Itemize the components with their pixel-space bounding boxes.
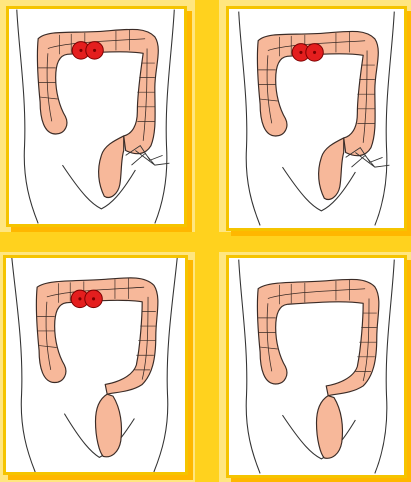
panel-top-left: [6, 6, 187, 227]
tumor: [71, 290, 102, 308]
body-outline-left: [17, 10, 38, 224]
body-outline-left: [239, 12, 260, 226]
colon-diagram-2: [229, 9, 404, 228]
large-intestine: [257, 279, 379, 458]
body-outline-right: [155, 10, 174, 224]
panel-bottom-right: [226, 255, 407, 478]
colon-diagram-1: [9, 9, 184, 224]
colon-diagram-4: [229, 258, 404, 475]
body-outline-right: [375, 12, 394, 226]
tumor: [72, 42, 103, 60]
body-outline-right: [154, 258, 177, 472]
background-band-vertical: [195, 0, 219, 482]
body-outline-left: [12, 258, 35, 472]
body-outline-left: [239, 260, 260, 474]
panel-bottom-left: [3, 255, 188, 475]
tumor: [292, 44, 323, 62]
panel-top-right: [226, 6, 407, 231]
colon-diagram-3: [6, 258, 185, 472]
